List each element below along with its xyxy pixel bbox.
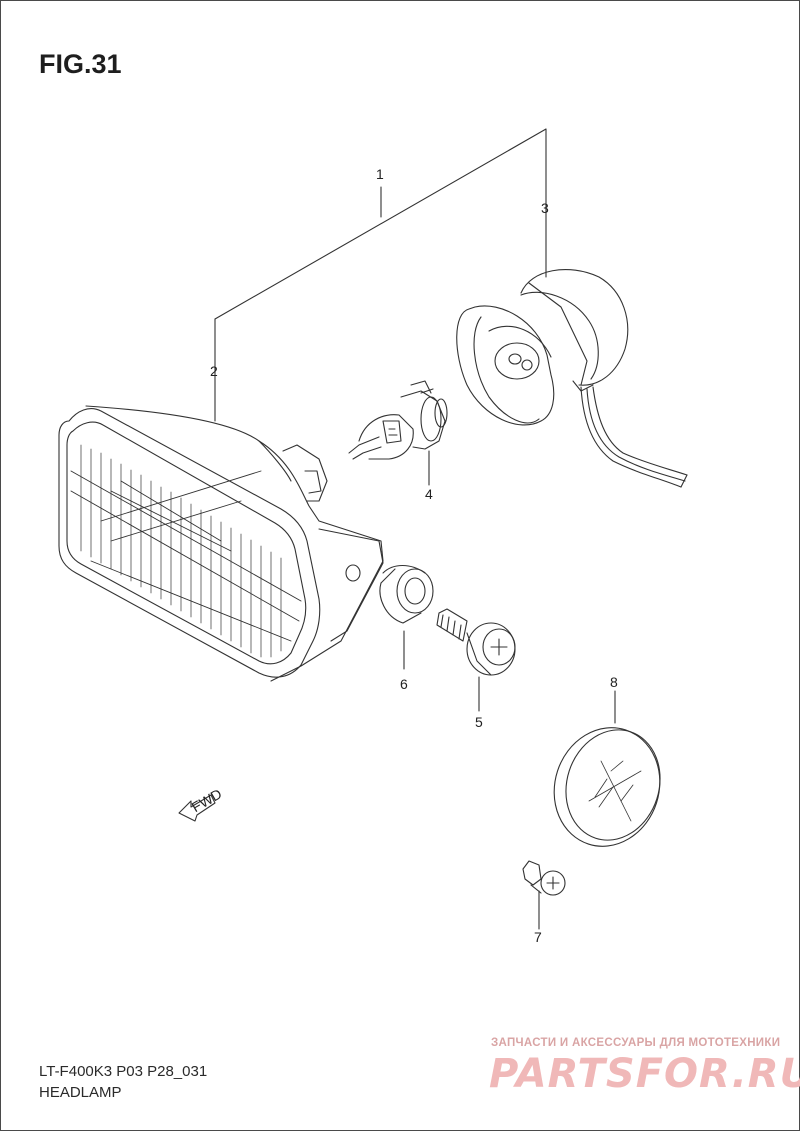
callout-7: 7	[534, 929, 542, 945]
callout-4: 4	[425, 486, 433, 502]
headlamp-housing	[58, 405, 384, 682]
watermark-brand: PARTSFOR.RU	[489, 1051, 800, 1097]
grommet	[379, 564, 434, 624]
push-rivet	[522, 860, 566, 896]
fwd-arrow: FWD	[178, 785, 225, 822]
socket	[456, 269, 688, 488]
diagram-code: LT-F400K3 P03 P28_031	[39, 1063, 208, 1080]
bulb	[348, 380, 448, 460]
fwd-label: FWD	[189, 785, 225, 815]
leader-lines	[214, 128, 616, 930]
callout-numbers: 1 2 3 4 5 6 7 8	[210, 166, 618, 945]
callout-2: 2	[210, 363, 218, 379]
callout-3: 3	[541, 200, 549, 216]
callout-5: 5	[475, 714, 483, 730]
screw	[436, 608, 516, 676]
figure-title: FIG.31	[39, 49, 122, 79]
callout-1: 1	[376, 166, 384, 182]
watermark-tagline: ЗАПЧАСТИ И АКСЕССУАРЫ ДЛЯ МОТОТЕХНИКИ	[491, 1037, 781, 1049]
cap	[553, 727, 661, 847]
callout-8: 8	[610, 674, 618, 690]
callout-6: 6	[400, 676, 408, 692]
diagram-name: HEADLAMP	[39, 1084, 122, 1101]
